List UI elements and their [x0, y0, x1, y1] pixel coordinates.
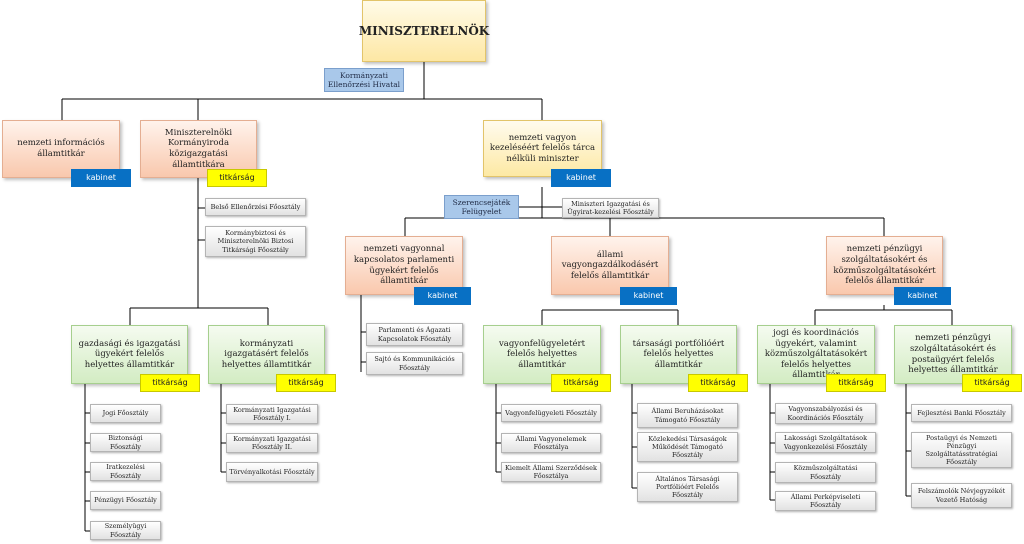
node-g5: Személyügyi Főosztály — [90, 521, 161, 540]
node-mkh_t: titkárság — [207, 169, 267, 187]
node-parl: nemzeti vagyonnal kapcsolatos parlamenti… — [345, 236, 463, 295]
node-j4: Állami Perképviseleti Főosztály — [775, 491, 876, 511]
node-mkh: Miniszterelnöki Kormányiroda közigazgatá… — [140, 120, 257, 178]
node-belso: Belső Ellenőrzési Főosztály — [205, 198, 306, 216]
node-n2: Postaügyi és Nemzeti Pénzügyi Szolgáltat… — [911, 432, 1012, 468]
node-k3: Törvényalkotási Főosztály — [226, 462, 318, 482]
node-v1: Vagyonfelügyeleti Főosztály — [501, 404, 601, 422]
node-korm_t: titkárság — [276, 374, 336, 392]
node-g4: Pénzügyi Főosztály — [90, 491, 161, 510]
node-k1: Kormányzati Igazgatási Főosztály I. — [226, 404, 318, 424]
node-sajto: Sajtó és Kommunikációs Főosztály — [366, 352, 463, 375]
node-n1: Fejlesztési Banki Főosztály — [911, 404, 1012, 422]
node-npu_k: kabinet — [894, 287, 951, 305]
node-nia: nemzeti információs államtitkár — [2, 120, 120, 178]
node-t3: Általános Társasági Portfólióért Felelős… — [637, 472, 738, 502]
node-v3: Kiemelt Állami Szerződések Főosztálya — [501, 462, 601, 482]
node-gazd: gazdasági és igazgatási ügyekért felelős… — [71, 325, 188, 384]
node-parlf: Parlamenti és Ágazati Kapcsolatok Főoszt… — [366, 323, 463, 346]
node-jk_t: titkárság — [826, 374, 886, 392]
node-nvm_k: kabinet — [551, 169, 611, 187]
node-j3: Közműszolgáltatási Főosztály — [775, 462, 876, 483]
node-nvm: nemzeti vagyon kezeléséért felelős tárca… — [483, 120, 602, 177]
node-t2: Közlekedési Társaságok Működését Támogat… — [637, 432, 738, 462]
node-parl_k: kabinet — [414, 287, 471, 305]
node-tp: társasági portfólióért felelős helyettes… — [620, 325, 737, 384]
node-keh: Kormányzati Ellenőrzési Hivatal — [324, 68, 404, 92]
node-n3: Felszámolók Névjegyzékét Vezető Hatóság — [911, 483, 1012, 508]
node-k2: Kormányzati Igazgatási Főosztály II. — [226, 433, 318, 453]
node-avg_k: kabinet — [620, 287, 677, 305]
node-avg: állami vagyongazdálkodásért felelős álla… — [551, 236, 669, 295]
node-nia_k: kabinet — [71, 169, 131, 187]
node-szf: Szerencsejáték Felügyelet — [444, 195, 519, 219]
node-g2: Biztonsági Főosztály — [90, 433, 161, 452]
node-t1: Állami Beruházásokat Támogató Főosztály — [637, 403, 738, 428]
node-gazd_t: titkárság — [140, 374, 200, 392]
node-j2: Lakossági Szolgáltatások Vagyonkezelési … — [775, 432, 876, 453]
node-pm: MINISZTERELNÖK — [359, 0, 489, 62]
node-kormb: Kormánybiztosi és Miniszterelnöki Biztos… — [205, 226, 306, 257]
node-g3: Iratkezelési Főosztály — [90, 462, 161, 481]
node-j1: Vagyonszabályozási és Koordinációs Főosz… — [775, 403, 876, 424]
node-v2: Állami Vagyonelemek Főosztálya — [501, 433, 601, 453]
node-mif: Miniszteri Igazgatási és Ügyirat-kezelés… — [562, 198, 659, 218]
node-vf_t: titkárság — [551, 374, 611, 392]
node-tp_t: titkárság — [688, 374, 748, 392]
node-npu: nemzeti pénzügyi szolgáltatásokért és kö… — [826, 236, 943, 295]
node-np_t: titkárság — [962, 374, 1022, 392]
node-g1: Jogi Főosztály — [90, 404, 161, 423]
